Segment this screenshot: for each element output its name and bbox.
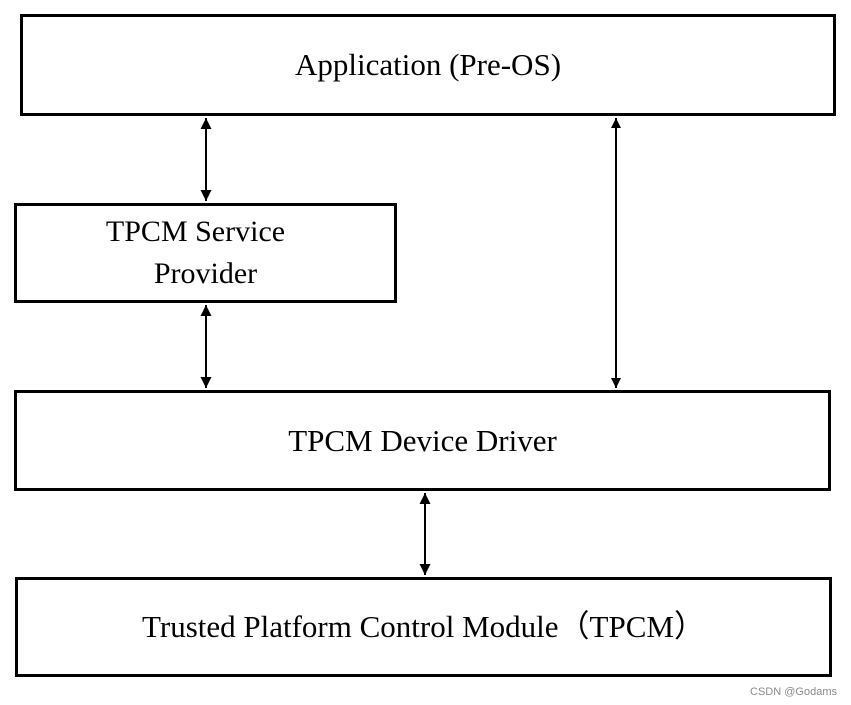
application-label: Application (Pre-OS) bbox=[294, 47, 562, 83]
watermark: CSDN @Godams bbox=[750, 686, 837, 698]
service-provider-box: TPCM Service Provider bbox=[14, 203, 397, 303]
tpcm-box: Trusted Platform Control Module（TPCM） bbox=[15, 577, 832, 677]
device-driver-box: TPCM Device Driver bbox=[14, 390, 831, 491]
service-provider-label-line2: Provider bbox=[153, 257, 258, 290]
service-provider-label: TPCM Service Provider bbox=[106, 211, 285, 295]
service-provider-label-line1: TPCM Service bbox=[105, 215, 286, 248]
device-driver-label: TPCM Device Driver bbox=[288, 422, 557, 458]
application-box: Application (Pre-OS) bbox=[20, 14, 836, 116]
tpcm-label: Trusted Platform Control Module（TPCM） bbox=[142, 609, 705, 645]
